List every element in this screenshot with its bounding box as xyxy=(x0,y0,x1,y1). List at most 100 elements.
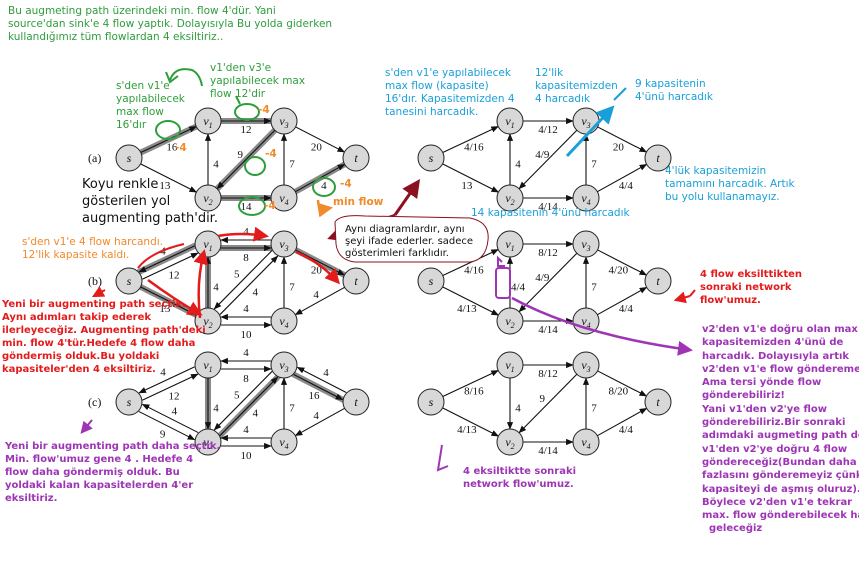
red-trace-s-v2 xyxy=(147,278,203,316)
minus4-d: -4 xyxy=(264,200,276,212)
node-s: s xyxy=(115,267,143,295)
edge-s-v1 xyxy=(142,373,199,401)
node-v3: v3 xyxy=(572,351,600,379)
green-circle-9 xyxy=(244,156,266,176)
node-v4: v4 xyxy=(270,428,298,456)
node-label-t: t xyxy=(354,151,358,165)
node-label-v4: v4 xyxy=(279,314,288,330)
edge-label-v2-v4: 10 xyxy=(241,450,253,462)
note-orange-b: s'den v1'e 4 flow harcandı. 12'lik kapas… xyxy=(22,236,163,261)
node-label-v2: v2 xyxy=(203,314,212,330)
node-label-t: t xyxy=(354,274,358,288)
node-label-v3: v3 xyxy=(581,358,590,374)
edge-t-v4 xyxy=(294,286,345,316)
note-purple-c: Yeni bir augmenting path daha seçtik. Mi… xyxy=(5,441,221,504)
edge-label-s-v1: 12 xyxy=(169,390,180,402)
red-trace-v1-v3 xyxy=(217,226,269,242)
edge-label-s-v1: 16 xyxy=(166,142,178,154)
edge-label-v3-t: 20 xyxy=(311,142,323,154)
edge-v3-v2 xyxy=(518,373,578,434)
edge-label-v4-v3: 7 xyxy=(591,159,597,171)
panel-label-c: (c) xyxy=(88,395,101,409)
edge-label-v2-v4: 14 xyxy=(241,201,253,213)
node-s: s xyxy=(417,267,445,295)
edge-label-s-v1: 4/16 xyxy=(464,142,484,154)
green-circle-4 xyxy=(312,177,336,197)
edge-s-v1 xyxy=(142,252,199,280)
node-v1: v1 xyxy=(496,230,524,258)
node-v4: v4 xyxy=(270,307,298,335)
green-curly-arrow xyxy=(169,68,203,87)
red-arrow-right xyxy=(673,291,691,304)
edge-s-v2 xyxy=(138,410,196,441)
edge-label-v3-v2: 5 xyxy=(234,389,240,401)
node-v1: v1 xyxy=(496,351,524,379)
edge-t-v4 xyxy=(294,407,345,437)
edge-v3-v2 xyxy=(216,129,276,190)
node-v2: v2 xyxy=(496,428,524,456)
edge-label-t-v3: 4 xyxy=(323,367,329,379)
edge-v4-t xyxy=(597,286,648,316)
minus4-a: -4 xyxy=(175,142,187,154)
edge-s-v2 xyxy=(442,286,500,316)
note-red-right: 4 flow eksilttikten sonraki network flow… xyxy=(700,269,803,306)
edge-label-v2-v4: 4/14 xyxy=(538,201,558,213)
node-t: t xyxy=(342,144,370,172)
node-s: s xyxy=(115,388,143,416)
edge-label-v1-s: 4 xyxy=(160,246,166,258)
node-v1: v1 xyxy=(194,230,222,258)
edge-label-v1-v3: 8/12 xyxy=(538,368,558,380)
note-blue-12: 12'lik kapasitemizden 4 harcadık xyxy=(535,67,618,105)
panel-label-b: (b) xyxy=(88,274,102,288)
edge-v3-v2 xyxy=(518,252,578,313)
node-label-v3: v3 xyxy=(279,237,288,253)
edge-label-s-v1: 8/16 xyxy=(464,386,484,398)
note-red-b: Yeni bir augmenting path seçtik. Aynı ad… xyxy=(2,299,206,375)
node-label-v3: v3 xyxy=(279,114,288,130)
node-s: s xyxy=(417,144,445,172)
minus4-c: -4 xyxy=(265,148,277,160)
purple-arrow-c xyxy=(80,419,93,434)
edge-label-v4-v3: 7 xyxy=(289,159,295,171)
edge-label-v3-t: 8/20 xyxy=(609,386,629,398)
edge-label-v3-v2: 9 xyxy=(540,393,546,405)
edge-label-v3-v2: 4/9 xyxy=(535,272,550,284)
edge-label-s-v2: 13 xyxy=(159,303,171,315)
node-label-s: s xyxy=(127,151,132,165)
node-label-v4: v4 xyxy=(279,191,288,207)
node-v3: v3 xyxy=(270,107,298,135)
node-t: t xyxy=(644,144,672,172)
node-label-v1: v1 xyxy=(505,358,514,374)
node-v1: v1 xyxy=(496,107,524,135)
note-blue-14: 14 kapasitenin 4'ünü harcadık xyxy=(471,207,630,219)
edge-label-v3-v2: 5 xyxy=(234,268,240,280)
node-label-v2: v2 xyxy=(203,435,212,451)
edge-label-v2-v1: 4/4 xyxy=(511,282,526,294)
edge-label-v3-v1: 4 xyxy=(243,226,249,238)
edge-label-v1-v3: 4/12 xyxy=(538,124,558,136)
note-augmenting-path-legend: Koyu renkle gösterilen yol augmenting pa… xyxy=(82,177,218,226)
green-circle-16 xyxy=(155,120,181,140)
node-v4: v4 xyxy=(572,184,600,212)
node-label-v4: v4 xyxy=(581,314,590,330)
node-label-t: t xyxy=(656,151,660,165)
speech-balloon xyxy=(334,215,489,263)
orange-min-flow-arrow xyxy=(316,199,333,218)
edge-label-v4-v3: 7 xyxy=(591,403,597,415)
hand-annotations xyxy=(80,68,696,472)
edge-s-v1 xyxy=(442,126,499,153)
node-v2: v2 xyxy=(496,307,524,335)
note-blue-9: 9 kapasitenin 4'ünü harcadık xyxy=(635,78,713,103)
edge-label-v3-v2: 4/9 xyxy=(535,149,550,161)
node-label-t: t xyxy=(354,395,358,409)
edge-v3-t xyxy=(597,126,648,153)
node-t: t xyxy=(644,267,672,295)
node-label-t: t xyxy=(656,274,660,288)
edge-label-s-v2: 4/13 xyxy=(457,424,477,436)
edge-label-v2-v3: 4 xyxy=(253,287,259,299)
